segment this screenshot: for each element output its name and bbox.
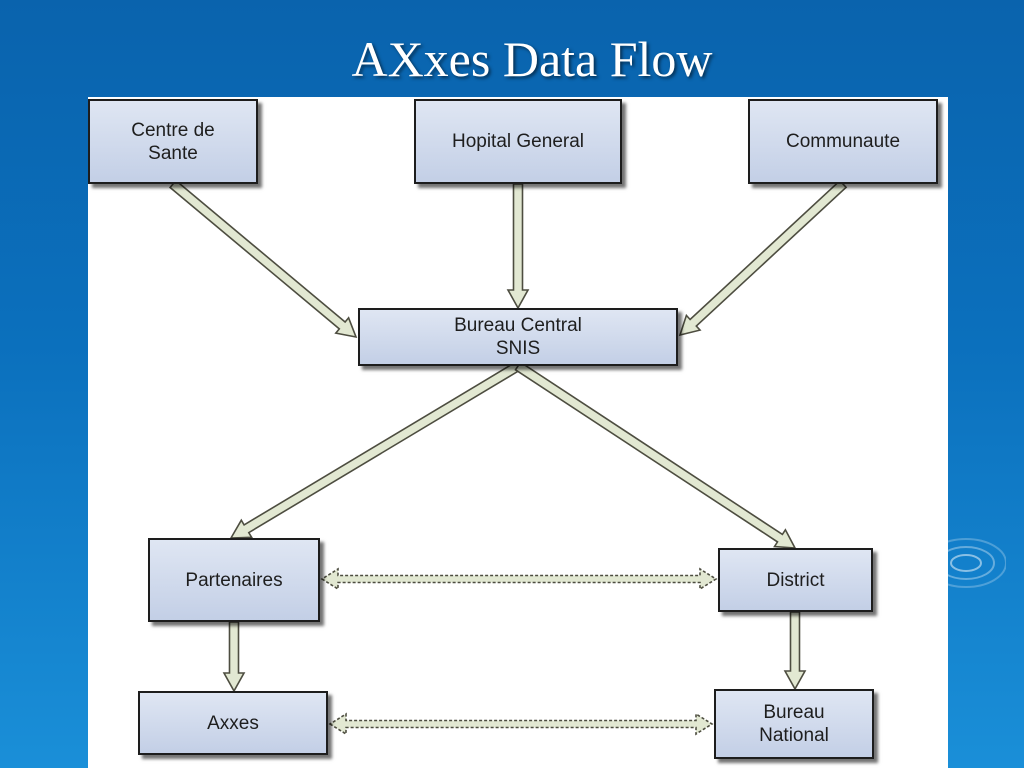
arrow-bureau-central-snis-to-district: [514, 361, 797, 549]
arrow-partenaires-to-district: [320, 567, 718, 591]
node-centre-de-sante: Centre de Sante: [88, 99, 258, 184]
arrow-axxes-to-bureau-national: [328, 712, 714, 736]
two-way-arrows: [320, 567, 718, 736]
flow-arrows: [168, 179, 848, 736]
arrow-district-to-bureau-national: [783, 611, 807, 691]
node-axxes: Axxes: [138, 691, 328, 755]
node-district: District: [718, 548, 873, 612]
node-hopital-general: Hopital General: [414, 99, 622, 184]
one-way-arrows: [168, 179, 848, 693]
arrow-partenaires-to-axxes: [222, 621, 246, 693]
arrow-centre-de-sante-to-bureau-central-snis: [168, 179, 358, 339]
node-partenaires: Partenaires: [148, 538, 320, 622]
node-communaute: Communaute: [748, 99, 938, 184]
node-bureau-national: Bureau National: [714, 689, 874, 759]
diagram-panel: Centre de Sante Hopital General Communau…: [88, 97, 948, 768]
node-bureau-central-snis: Bureau Central SNIS: [358, 308, 678, 366]
arrow-bureau-central-snis-to-partenaires: [229, 360, 522, 539]
arrow-communaute-to-bureau-central-snis: [678, 179, 848, 337]
slide-title: AXxes Data Flow: [351, 31, 713, 87]
arrow-hopital-general-to-bureau-central-snis: [506, 183, 530, 310]
